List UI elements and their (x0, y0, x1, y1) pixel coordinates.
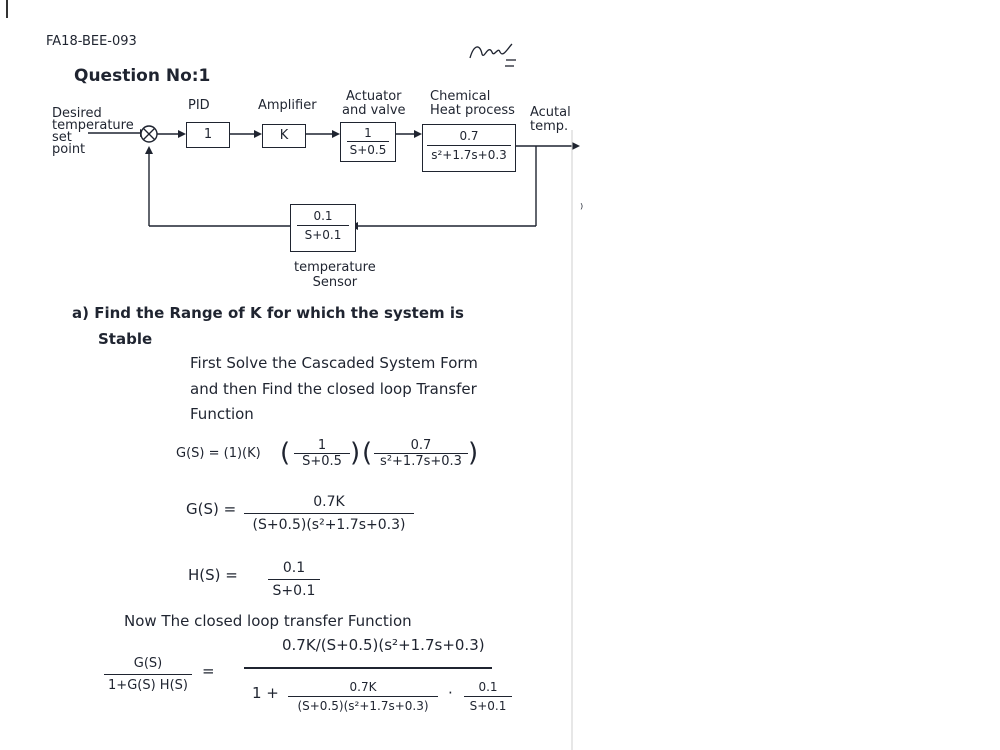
roll-number: FA18-BEE-093 (46, 34, 137, 49)
cl-den-frac-1: 0.7K (S+0.5)(s²+1.7s+0.3) (288, 680, 438, 713)
cl-den-f2-den: S+0.1 (469, 699, 507, 713)
paren-close-1: ) (350, 438, 361, 468)
amplifier-gain: K (279, 128, 289, 143)
g-eq-frac-1: 1 S+0.5 (294, 438, 350, 469)
actuator-num: 1 (364, 126, 372, 140)
sensor-label-line-1: temperature (294, 260, 376, 275)
actuator-block: 1 S+0.5 (340, 122, 396, 162)
g-den: (S+0.5)(s²+1.7s+0.3) (252, 517, 406, 533)
paren-open-1: ( (280, 438, 291, 468)
part-a-question: a) Find the Range of K for which the sys… (72, 304, 464, 322)
input-label-line-4: point (52, 142, 86, 157)
output-label: Acutal temp. (530, 106, 571, 134)
cl-main-fraction-bar (244, 667, 492, 669)
question-title: Question No:1 (74, 66, 211, 86)
cl-den-dot: · (448, 684, 453, 702)
pid-gain: 1 (203, 127, 213, 142)
sensor-block: 0.1 S+0.1 (290, 204, 356, 252)
sensor-den: S+0.1 (304, 228, 342, 242)
g-frac: 0.7K (S+0.5)(s²+1.7s+0.3) (244, 494, 414, 533)
cl-den-one: 1 + (252, 684, 279, 702)
cl-lhs-den: 1+G(S) H(S) (108, 678, 188, 693)
g-eq-f1-den: S+0.5 (302, 454, 342, 469)
pid-label: PID (188, 98, 210, 113)
g-eq-frac-2: 0.7 s²+1.7s+0.3 (374, 438, 468, 469)
intro-line-2: and then Find the closed loop Transfer (190, 380, 477, 398)
h-num: 0.1 (282, 560, 306, 576)
process-label-line-2: Heat process (430, 103, 515, 118)
g-eq-f1-num: 1 (317, 438, 327, 453)
paren-close-2: ) (468, 438, 479, 468)
cl-den-frac-2: 0.1 S+0.1 (464, 680, 512, 713)
cl-den-f1-num: 0.7K (349, 680, 377, 694)
cl-eq: = (202, 662, 215, 680)
input-label: Desired temperature set point (52, 106, 134, 157)
paren-open-2: ( (362, 438, 373, 468)
h-lhs: H(S) = (188, 566, 238, 584)
process-label: Chemical Heat process (430, 90, 515, 118)
process-block: 0.7 s²+1.7s+0.3 (422, 124, 516, 172)
g-lhs: G(S) = (186, 500, 237, 518)
actuator-label-line-1: Actuator (346, 89, 402, 104)
cl-lhs-num: G(S) (133, 656, 163, 671)
process-den: s²+1.7s+0.3 (431, 148, 507, 162)
h-den: S+0.1 (272, 583, 316, 599)
cl-den-f2-num: 0.1 (478, 680, 498, 694)
page-corner-mark (6, 0, 8, 18)
cl-lhs-frac: G(S) 1+G(S) H(S) (104, 656, 192, 693)
signature-mark (469, 43, 516, 67)
part-a-question-2: Stable (98, 330, 153, 348)
g-eq-f2-den: s²+1.7s+0.3 (380, 454, 462, 469)
amplifier-block: K (262, 124, 306, 148)
now-line: Now The closed loop transfer Function (124, 612, 412, 630)
margin-mark: ⁾ (580, 202, 584, 217)
intro-line-1: First Solve the Cascaded System Form (190, 354, 478, 372)
input-label-line-2: temperature (52, 118, 134, 133)
g-eq-lhs: G(S) = (1)(K) (176, 446, 261, 461)
sensor-label: temperature Sensor (294, 260, 376, 290)
actuator-label: Actuator and valve (342, 90, 406, 118)
intro-line-3: Function (190, 405, 254, 423)
input-label-line-1: Desired (52, 106, 102, 121)
g-eq-f2-num: 0.7 (410, 438, 432, 453)
sensor-label-line-2: Sensor (312, 275, 358, 290)
cl-rhs-num: 0.7K/(S+0.5)(s²+1.7s+0.3) (282, 636, 485, 654)
actuator-label-line-2: and valve (342, 103, 406, 118)
h-frac: 0.1 S+0.1 (268, 560, 320, 599)
output-label-line-1: Acutal (530, 105, 571, 120)
process-label-line-1: Chemical (430, 89, 491, 104)
input-label-line-3: set (52, 130, 72, 145)
pid-block: 1 (186, 122, 230, 148)
output-label-line-2: temp. (530, 119, 569, 134)
g-num: 0.7K (313, 494, 345, 510)
sensor-num: 0.1 (313, 209, 333, 223)
process-num: 0.7 (459, 129, 479, 143)
cl-den-f1-den: (S+0.5)(s²+1.7s+0.3) (297, 699, 429, 713)
amplifier-label: Amplifier (258, 98, 317, 113)
actuator-den: S+0.5 (349, 143, 387, 157)
